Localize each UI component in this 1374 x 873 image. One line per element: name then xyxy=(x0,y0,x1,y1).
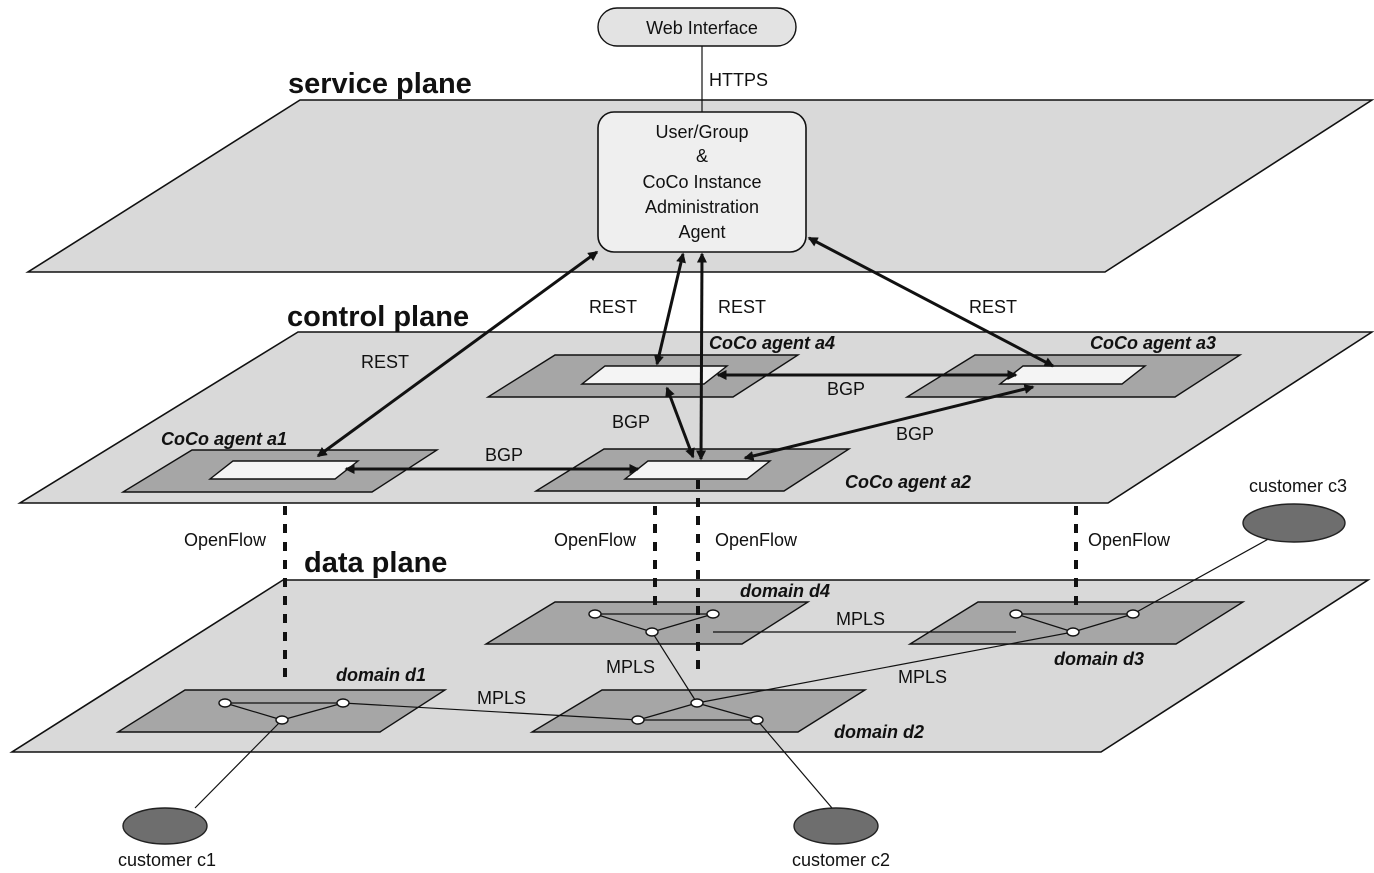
control-plane-title: control plane xyxy=(287,301,469,333)
bgp-label-a4-a3: BGP xyxy=(827,379,865,399)
rest-label-a2: REST xyxy=(718,297,766,317)
rest-arrow-a1 xyxy=(316,250,599,458)
bgp-label-a2-a3: BGP xyxy=(896,424,934,444)
admin-agent-line-3: CoCo Instance xyxy=(642,172,761,192)
customer-link-c1 xyxy=(194,719,283,809)
bgp-label-a1-a2: BGP xyxy=(485,445,523,465)
web-interface-node xyxy=(597,7,797,47)
domain-d4-area xyxy=(483,601,811,645)
mpls-label-d2-d3: MPLS xyxy=(898,667,947,687)
rest-arrow-a2 xyxy=(696,252,707,461)
openflow-label-d2: OpenFlow xyxy=(715,530,798,550)
web-interface-label: Web Interface xyxy=(646,18,758,38)
openflow-label-d1: OpenFlow xyxy=(184,530,267,550)
rest-label-a1: REST xyxy=(361,352,409,372)
domain-d2-topology xyxy=(637,702,758,721)
admin-agent-line-2: & xyxy=(696,146,708,166)
mpls-label-d4-d3: MPLS xyxy=(836,609,885,629)
customer-c2-node xyxy=(793,807,879,845)
mpls-link-d1-d2 xyxy=(342,702,639,721)
mpls-link-d2-d3 xyxy=(696,631,1074,704)
domain-d1-topology xyxy=(224,702,344,721)
agent-a2-controller xyxy=(622,460,773,480)
admin-agent-box xyxy=(597,111,807,253)
agent-a2-label: CoCo agent a2 xyxy=(845,472,971,492)
rest-label-a3: REST xyxy=(969,297,1017,317)
agent-a4-controller xyxy=(579,365,730,385)
rest-arrow-a3 xyxy=(807,236,1055,368)
agent-a3-controller xyxy=(997,365,1148,385)
customer-c3-node xyxy=(1242,503,1346,543)
mpls-label-d1-d2: MPLS xyxy=(477,688,526,708)
agent-a1-controller xyxy=(207,460,361,480)
bgp-label-a4-a2: BGP xyxy=(612,412,650,432)
domain-d3-label: domain d3 xyxy=(1054,649,1144,669)
service-plane-title: service plane xyxy=(288,68,472,100)
domain-d3-topology xyxy=(1015,613,1134,633)
bgp-arrow-a4-a2 xyxy=(665,386,695,459)
agent-a1-label: CoCo agent a1 xyxy=(161,429,287,449)
admin-agent-line-1: User/Group xyxy=(655,122,748,142)
domain-d2-label: domain d2 xyxy=(834,722,924,742)
https-label: HTTPS xyxy=(709,70,768,90)
mpls-label-d4-d2: MPLS xyxy=(606,657,655,677)
domain-d1-area xyxy=(115,689,448,733)
customer-c2-label: customer c2 xyxy=(792,850,890,870)
admin-agent-line-5: Agent xyxy=(678,222,725,242)
bgp-arrow-a2-a3 xyxy=(743,384,1035,461)
rest-label-a4: REST xyxy=(589,297,637,317)
agent-a3-label: CoCo agent a3 xyxy=(1090,333,1216,353)
openflow-label-d4: OpenFlow xyxy=(554,530,637,550)
domain-d4-label: domain d4 xyxy=(740,581,830,601)
mpls-link-d4-d2 xyxy=(651,631,698,704)
customer-c1-node xyxy=(122,807,208,845)
agent-a4-label: CoCo agent a4 xyxy=(709,333,835,353)
customer-c1-label: customer c1 xyxy=(118,850,216,870)
domain-d2-area xyxy=(529,689,868,733)
customer-c3-label: customer c3 xyxy=(1249,476,1347,496)
data-plane-title: data plane xyxy=(304,547,447,579)
switch-nodes xyxy=(218,609,1140,725)
admin-agent-line-4: Administration xyxy=(645,197,759,217)
customer-link-c3 xyxy=(1132,536,1273,615)
domain-d4-topology xyxy=(594,613,714,633)
rest-arrow-a4 xyxy=(654,252,686,366)
domain-d1-label: domain d1 xyxy=(336,665,426,685)
openflow-label-d3: OpenFlow xyxy=(1088,530,1171,550)
customer-link-c2 xyxy=(756,719,833,809)
